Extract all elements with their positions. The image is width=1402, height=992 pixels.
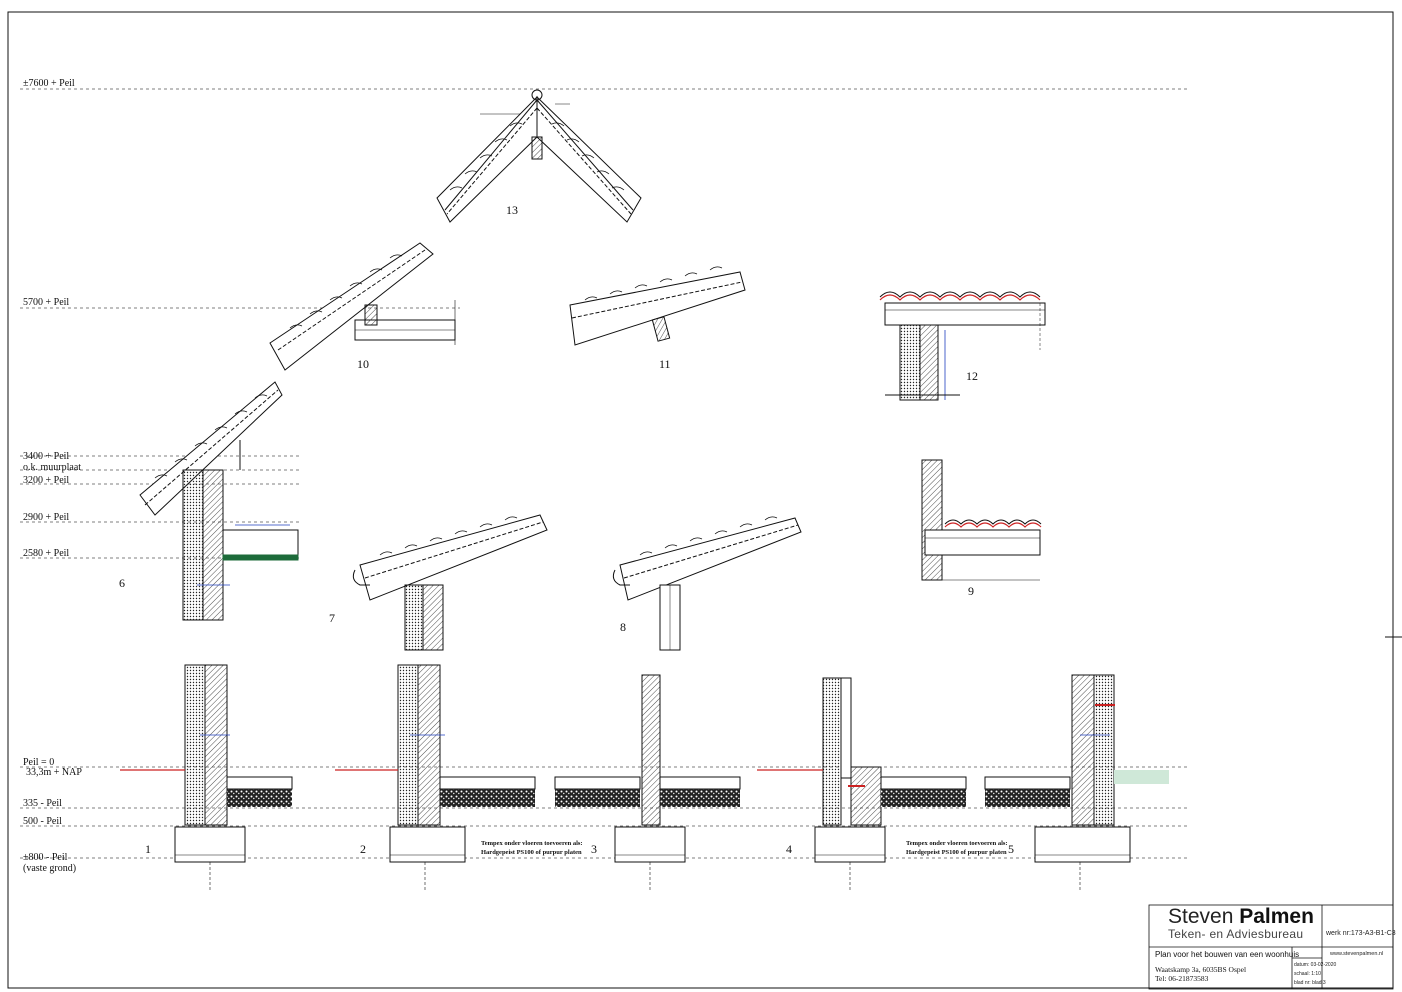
brand-first: Steven <box>1168 905 1234 928</box>
level-label-peil: Peil = 0 <box>23 757 55 768</box>
insulation-note-1-line1: Tempex onder vloeren toevoeren als: <box>481 840 583 847</box>
detail-9 <box>921 459 1042 581</box>
detail-number-9: 9 <box>968 584 974 598</box>
detail-number-6: 6 <box>119 576 125 590</box>
detail-number-7: 7 <box>329 611 335 625</box>
project-title: Plan voor het bouwen van een woonhuis <box>1155 950 1300 959</box>
level-label-nap: 33,3m + NAP <box>26 767 82 778</box>
detail-number-1: 1 <box>145 842 151 856</box>
detail-number-10: 10 <box>357 357 369 371</box>
insulation-note-2-line1: Tempex onder vloeren toevoeren als: <box>906 840 1008 847</box>
werk-number: werk nr:173-A3-B1-C3 <box>1326 930 1396 937</box>
level-label-335: 335 - Peil <box>23 798 62 809</box>
level-label-2900: 2900 + Peil <box>23 512 70 523</box>
detail-11 <box>569 266 746 346</box>
level-label-vaste-grond: (vaste grond) <box>23 863 77 874</box>
website: www.stevenpalmen.nl <box>1330 951 1384 957</box>
titleblock-frame <box>1148 904 1394 990</box>
address-line-2: Tel: 06-21873583 <box>1155 974 1209 983</box>
detail-number-2: 2 <box>360 842 366 856</box>
brand-logo: Steven Palmen <box>1168 906 1314 928</box>
detail-number-13: 13 <box>506 203 518 217</box>
foundation-details <box>120 664 1169 890</box>
detail-number-8: 8 <box>620 620 626 634</box>
detail-number-5: 5 <box>1008 842 1014 856</box>
detail-12 <box>879 291 1046 401</box>
level-label-2580: 2580 + Peil <box>23 548 70 559</box>
brand-subtitle: Teken- en Adviesbureau <box>1168 927 1304 941</box>
level-label-muurplaat: o.k. muurplaat <box>23 462 82 473</box>
detail-number-11: 11 <box>659 357 671 371</box>
detail-10 <box>269 242 456 371</box>
detail-number-4: 4 <box>786 842 792 856</box>
detail-8 <box>612 516 802 651</box>
detail-7 <box>352 514 548 651</box>
insulation-note-1-line2: Hardgepeist PS100 of purpur platen <box>481 849 582 856</box>
level-label-3200: 3200 + Peil <box>23 475 70 486</box>
brand-last: Palmen <box>1239 905 1314 928</box>
level-label-7600: ±7600 + Peil <box>23 78 75 89</box>
insulation-note-2-line2: Hardgepeist PS100 of purpur platen <box>906 849 1007 856</box>
blad-nummer: blad nr: blad 3 <box>1294 980 1326 986</box>
address-line-1: Waatskamp 3a, 6035BS Ospel <box>1155 965 1247 974</box>
level-label-5700: 5700 + Peil <box>23 297 70 308</box>
detail-13-ridge <box>436 89 642 223</box>
sheet-border <box>7 11 1394 989</box>
datum: datum: 03-02-2020 <box>1294 962 1337 968</box>
detail-6 <box>139 381 299 621</box>
detail-number-12: 12 <box>966 369 978 383</box>
level-label-500: 500 - Peil <box>23 816 62 827</box>
detail-number-3: 3 <box>591 842 597 856</box>
level-label-800: ±800 - Peil <box>23 852 68 863</box>
schaal: schaal: 1:10 <box>1294 971 1321 977</box>
level-label-3400: 3400 + Peil <box>23 451 70 462</box>
